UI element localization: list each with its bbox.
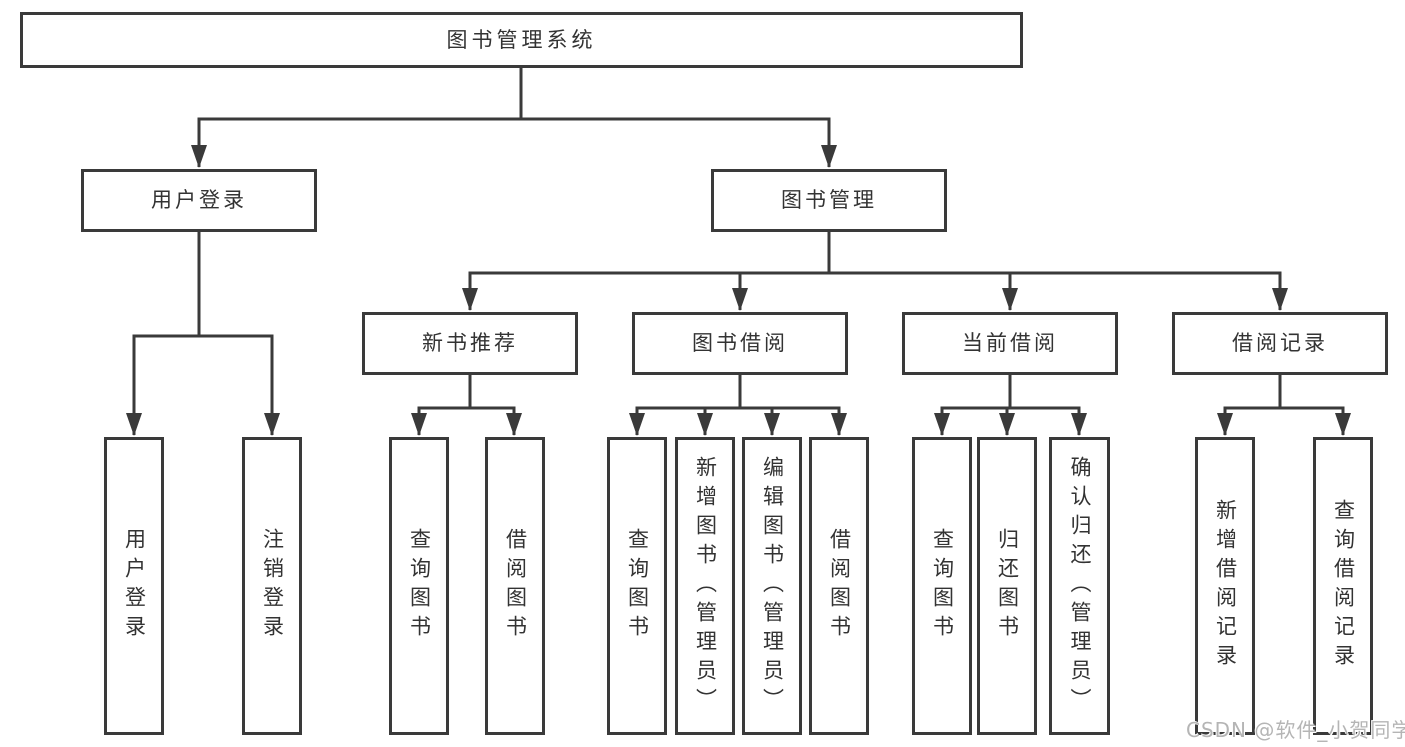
node-leaf-query-borrow-record: 查询借阅记录 bbox=[1313, 437, 1373, 735]
watermark: CSDN @软件_小贺同学 bbox=[1186, 718, 1405, 742]
node-book-management: 图书管理 bbox=[711, 169, 947, 232]
node-leaf-query-books-recommend: 查询图书 bbox=[389, 437, 449, 735]
node-new-book-recommendation: 新书推荐 bbox=[362, 312, 578, 375]
node-leaf-return-books: 归还图书 bbox=[977, 437, 1037, 735]
node-leaf-user-login: 用户登录 bbox=[104, 437, 164, 735]
node-leaf-borrow-books-borrowing: 借阅图书 bbox=[809, 437, 869, 735]
node-borrowing-records: 借阅记录 bbox=[1172, 312, 1388, 375]
node-user-login: 用户登录 bbox=[81, 169, 317, 232]
node-current-borrowing: 当前借阅 bbox=[902, 312, 1118, 375]
node-leaf-confirm-return-admin: 确认归还（管理员） bbox=[1049, 437, 1110, 735]
node-leaf-borrow-books-recommend: 借阅图书 bbox=[485, 437, 545, 735]
node-leaf-logout: 注销登录 bbox=[242, 437, 302, 735]
node-library-management-system: 图书管理系统 bbox=[20, 12, 1023, 68]
node-leaf-query-books-current: 查询图书 bbox=[912, 437, 972, 735]
node-leaf-add-borrow-record: 新增借阅记录 bbox=[1195, 437, 1255, 735]
node-book-borrowing: 图书借阅 bbox=[632, 312, 848, 375]
node-leaf-edit-book-admin: 编辑图书（管理员） bbox=[742, 437, 802, 735]
node-leaf-add-book-admin: 新增图书（管理员） bbox=[675, 437, 735, 735]
node-leaf-query-books-borrowing: 查询图书 bbox=[607, 437, 667, 735]
